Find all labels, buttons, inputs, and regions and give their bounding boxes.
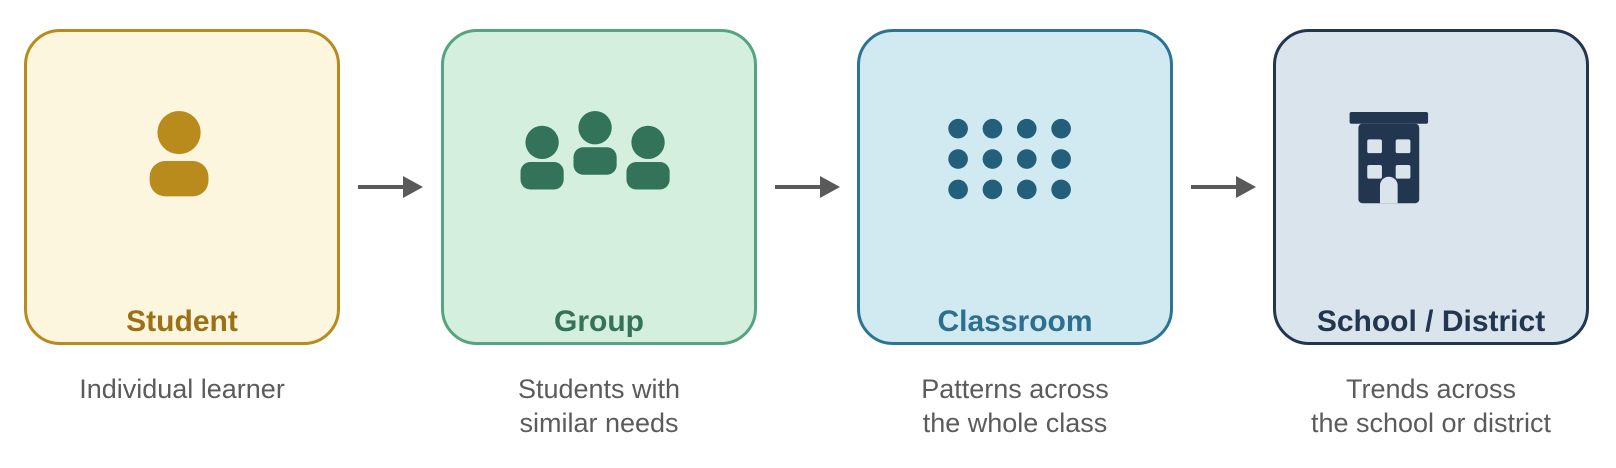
school-building-icon <box>1349 111 1429 204</box>
stage-description: Trends across the school or district <box>1273 372 1589 440</box>
stage-description-line: Individual learner <box>79 374 285 404</box>
stage-description-line: Trends across <box>1345 374 1517 404</box>
stage-title: School / District <box>1316 305 1546 338</box>
stage-description-line: the whole class <box>922 408 1108 438</box>
stage-card-classroom: Classroom <box>857 29 1173 345</box>
stage-description: Patterns across the whole class <box>857 372 1173 440</box>
stage-description-line: similar needs <box>519 408 679 438</box>
stage-description-line: Students with <box>517 374 681 404</box>
stage-description: Individual learner <box>24 372 340 406</box>
stage-description-line: the school or district <box>1310 408 1552 438</box>
stage-card-student: Student <box>24 29 340 345</box>
dot-grid-icon <box>948 118 1071 200</box>
person-icon <box>149 110 209 197</box>
arrow-right-icon <box>1191 176 1256 198</box>
stage-card-group: Group <box>441 29 757 345</box>
arrow-right-icon <box>775 176 840 198</box>
stage-card-school-district: School / District <box>1273 29 1589 345</box>
stage-description: Students with similar needs <box>441 372 757 440</box>
stage-title: Group <box>554 305 644 338</box>
stage-title: Classroom <box>937 305 1093 338</box>
stage-title: Student <box>126 305 238 338</box>
arrow-right-icon <box>358 176 423 198</box>
stage-description-line: Patterns across <box>921 374 1109 404</box>
people-group-icon <box>520 110 670 190</box>
